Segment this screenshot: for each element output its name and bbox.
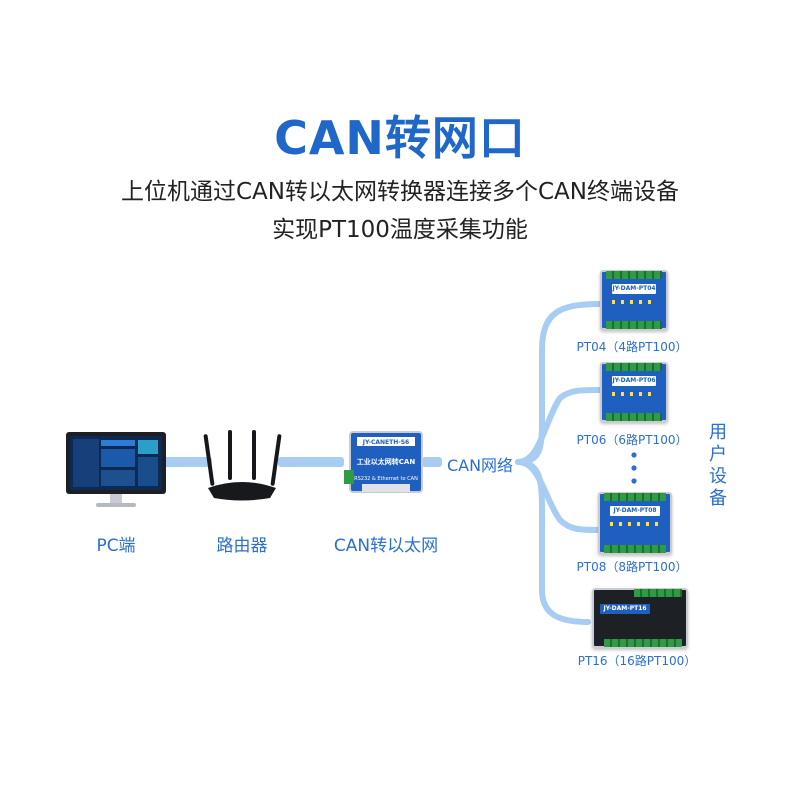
branch-pt08 <box>515 459 603 533</box>
converter-name-text: 工业以太网转CAN <box>357 457 416 466</box>
page-title: CAN转网口 <box>274 111 526 165</box>
device-label-pt08: PT08（8路PT100） <box>576 560 688 574</box>
router-icon <box>203 430 282 501</box>
user-devices-label: 用户设备 <box>709 422 727 509</box>
router-label: 路由器 <box>216 536 268 556</box>
device-pt04: JY-DAM-PT04 <box>600 270 668 330</box>
pc-label: PC端 <box>96 536 136 556</box>
converter-label: CAN转以太网 <box>333 536 439 556</box>
device-label-pt04: PT04（4路PT100） <box>576 340 688 354</box>
device-plate-text: JY-DAM-PT06 <box>612 377 656 384</box>
branch-pt16 <box>515 459 591 625</box>
ellipsis-dots <box>631 452 637 484</box>
subtitle-line-2: 实现PT100温度采集功能 <box>272 217 528 243</box>
can-bus-branches <box>515 301 603 625</box>
pc-monitor-icon <box>66 432 166 507</box>
device-plate-text: JY-DAM-PT04 <box>612 285 656 292</box>
link-pc-router <box>164 457 212 467</box>
device-pt06: JY-DAM-PT06 <box>600 362 668 422</box>
device-plate-text: JY-DAM-PT08 <box>613 507 657 514</box>
branch-pt04 <box>515 301 603 465</box>
branch-pt06 <box>515 387 603 465</box>
device-label-pt16: PT16（16路PT100） <box>577 654 697 668</box>
device-pt16: JY-DAM-PT16 <box>592 588 688 648</box>
can-ethernet-converter-icon <box>344 431 423 493</box>
converter-iface-text: RS232 & Ethernet to CAN <box>354 476 418 482</box>
device-plate-text: JY-DAM-PT16 <box>603 605 647 612</box>
device-pt08: JY-DAM-PT08 <box>598 492 672 554</box>
converter-model-text: JY-CANETH-S6 <box>362 439 409 446</box>
can-network-label: CAN网络 <box>446 456 514 475</box>
link-router-converter <box>278 457 344 467</box>
link-converter-network <box>422 457 442 467</box>
subtitle-line-1: 上位机通过CAN转以太网转换器连接多个CAN终端设备 <box>121 179 679 205</box>
device-label-pt06: PT06（6路PT100） <box>576 433 688 447</box>
